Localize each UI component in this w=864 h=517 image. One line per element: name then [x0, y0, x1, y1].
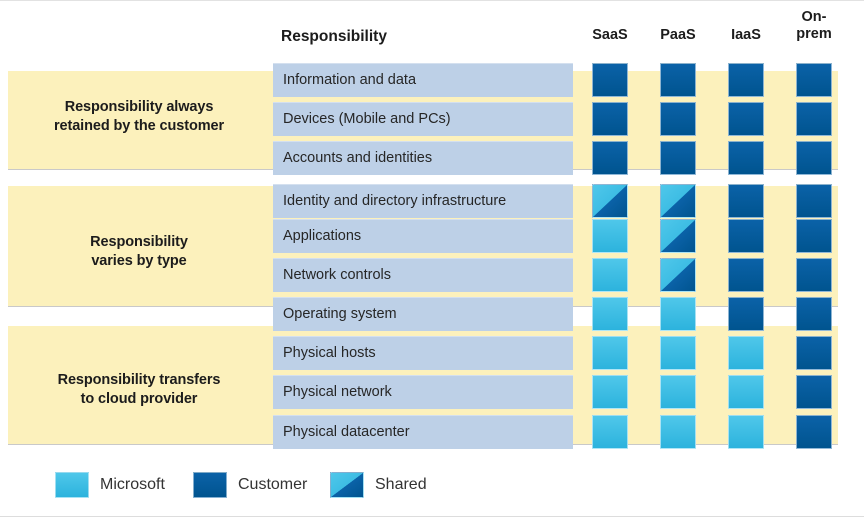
matrix-cell-microsoft: [592, 258, 628, 292]
legend-swatch-shared-icon: [330, 472, 364, 498]
matrix-cell-customer: [796, 336, 832, 370]
legend-label-microsoft: Microsoft: [100, 476, 165, 493]
row-label-text: Physical hosts: [283, 345, 376, 361]
row-label-text: Identity and directory infrastructure: [283, 193, 507, 209]
column-header-responsibility: Responsibility: [281, 28, 387, 45]
matrix-cell-customer: [728, 297, 764, 331]
matrix-cell-customer: [796, 375, 832, 409]
matrix-cell-customer: [728, 258, 764, 292]
legend-label-shared: Shared: [375, 476, 427, 493]
matrix-cell-customer: [796, 102, 832, 136]
legend-item-microsoft: Microsoft: [55, 472, 165, 498]
matrix-cell-microsoft: [728, 336, 764, 370]
matrix-cell-customer: [796, 184, 832, 218]
row-label-text: Physical datacenter: [283, 424, 410, 440]
matrix-cell-customer: [592, 63, 628, 97]
matrix-cell-customer: [660, 102, 696, 136]
matrix-cell-customer: [796, 63, 832, 97]
matrix-cell-customer: [728, 184, 764, 218]
matrix-cell-microsoft: [660, 375, 696, 409]
matrix-cell-customer: [728, 141, 764, 175]
matrix-cell-microsoft: [592, 415, 628, 449]
column-header-on-prem: On-prem: [796, 9, 832, 42]
row-label-chip: Accounts and identities: [273, 141, 573, 175]
matrix-cell-shared: [660, 258, 696, 292]
matrix-cell-microsoft: [592, 375, 628, 409]
legend: Microsoft Customer Shared: [0, 463, 864, 507]
matrix-cell-customer: [728, 63, 764, 97]
row-label-chip: Identity and directory infrastructure: [273, 184, 573, 218]
row-label-chip: Network controls: [273, 258, 573, 292]
row-label-text: Physical network: [283, 384, 392, 400]
matrix-cell-customer: [796, 415, 832, 449]
row-label-text: Network controls: [283, 267, 391, 283]
legend-item-shared: Shared: [330, 472, 427, 498]
matrix-cell-microsoft: [728, 375, 764, 409]
row-label-chip: Information and data: [273, 63, 573, 97]
row-label-chip: Physical datacenter: [273, 415, 573, 449]
matrix-cell-customer: [728, 219, 764, 253]
matrix-cell-customer: [660, 141, 696, 175]
row-label-text: Devices (Mobile and PCs): [283, 111, 451, 127]
matrix-cell-shared: [592, 184, 628, 218]
legend-label-customer: Customer: [238, 476, 308, 493]
column-header-paas: PaaS: [660, 27, 696, 43]
row-label-chip: Devices (Mobile and PCs): [273, 102, 573, 136]
matrix-cell-customer: [796, 297, 832, 331]
matrix-cell-microsoft: [660, 336, 696, 370]
legend-swatch-microsoft-icon: [55, 472, 89, 498]
row-label-text: Applications: [283, 228, 362, 244]
row-label-chip: Applications: [273, 219, 573, 253]
matrix-cell-microsoft: [592, 297, 628, 331]
legend-swatch-customer-icon: [193, 472, 227, 498]
matrix-cell-microsoft: [728, 415, 764, 449]
matrix-cell-customer: [796, 141, 832, 175]
matrix-cell-microsoft: [660, 297, 696, 331]
matrix-cell-customer: [728, 102, 764, 136]
row-label-text: Accounts and identities: [283, 150, 433, 166]
matrix-cell-shared: [660, 219, 696, 253]
matrix-cell-customer: [660, 63, 696, 97]
matrix-cell-customer: [592, 102, 628, 136]
row-label-text: Operating system: [283, 306, 397, 322]
row-label-text: Information and data: [283, 72, 417, 88]
matrix-cell-customer: [592, 141, 628, 175]
column-header-iaas: IaaS: [731, 27, 761, 43]
row-label-chip: Physical network: [273, 375, 573, 409]
matrix-cell-customer: [796, 219, 832, 253]
matrix-cell-customer: [796, 258, 832, 292]
legend-item-customer: Customer: [193, 472, 307, 498]
row-label-chip: Physical hosts: [273, 336, 573, 370]
matrix-cell-shared: [660, 184, 696, 218]
row-label-chip: Operating system: [273, 297, 573, 331]
column-header-saas: SaaS: [592, 27, 628, 43]
matrix-cell-microsoft: [592, 336, 628, 370]
matrix-cell-microsoft: [660, 415, 696, 449]
matrix-cell-microsoft: [592, 219, 628, 253]
